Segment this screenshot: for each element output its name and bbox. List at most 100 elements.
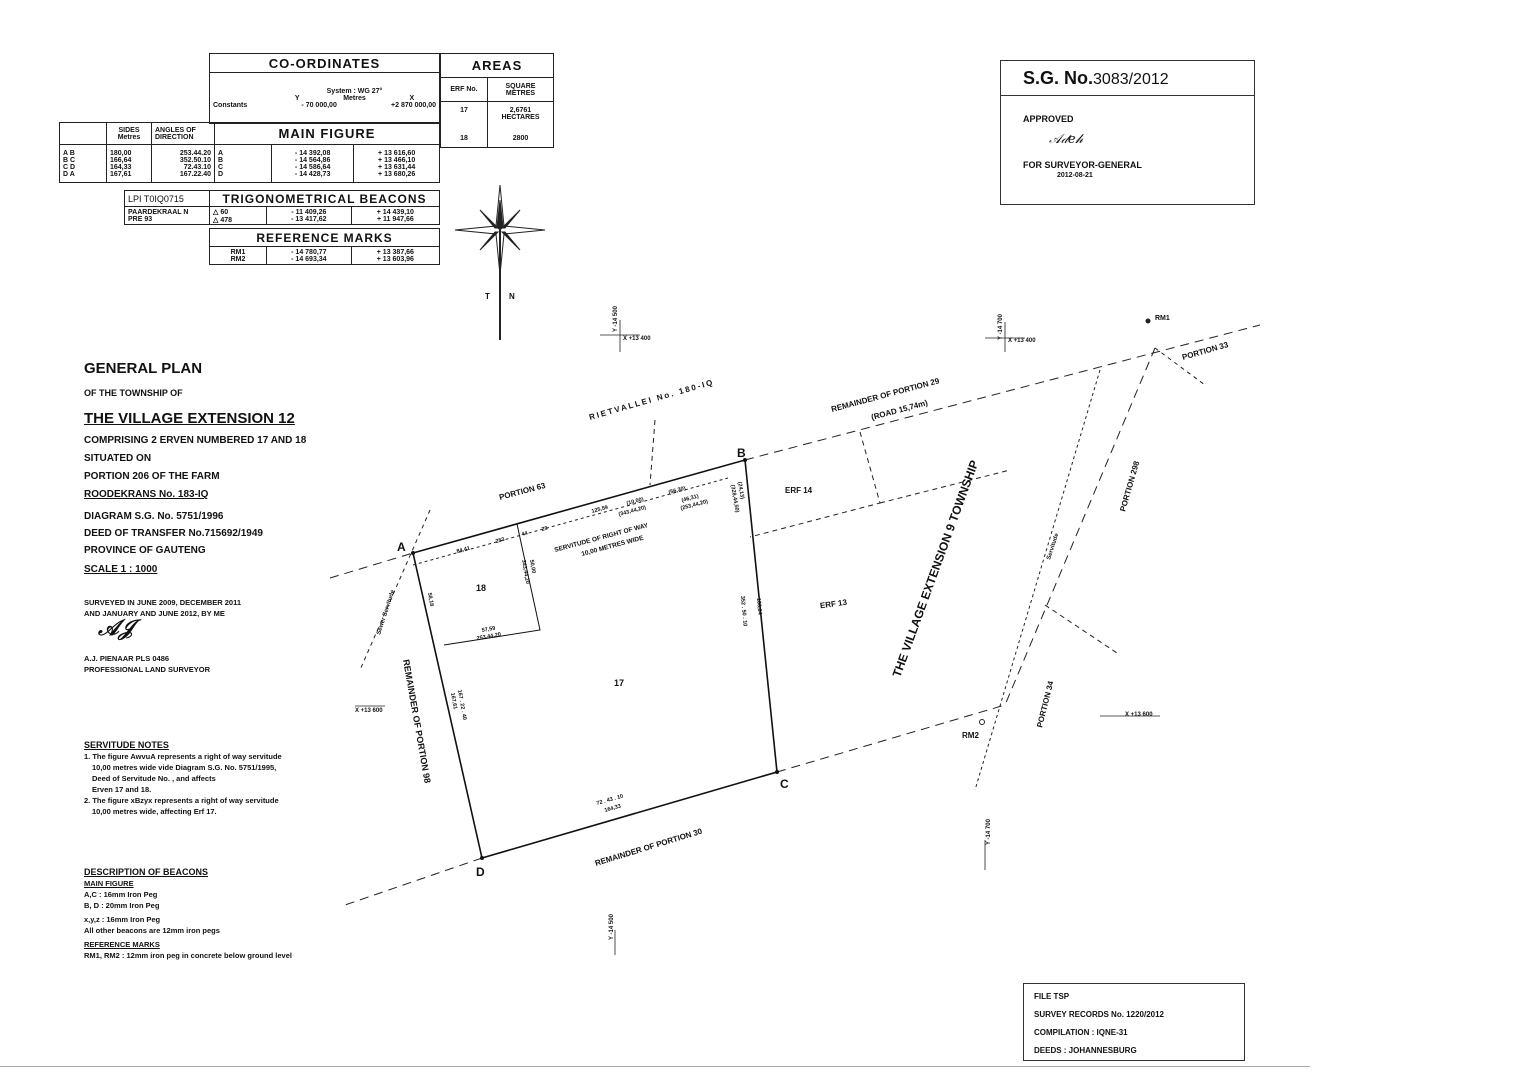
beacon-markers [411, 458, 779, 860]
metres-label: Metres [343, 94, 366, 102]
point-name: D [218, 170, 224, 178]
boundary-line-east [776, 704, 1006, 773]
boundary-line-west [329, 552, 414, 579]
servitude-label: Servitude [1046, 532, 1060, 560]
erf-13-label: ERF 13 [819, 598, 848, 611]
grid-label: Y -14 700 [998, 313, 1004, 340]
erf-18-boundary [443, 523, 541, 646]
dimension-label: 164,33 [604, 804, 622, 814]
deeds-office: DEEDS : JOHANNESBURG [1034, 1046, 1137, 1055]
beacon-desc: All other beacons are 12mm iron pegs [84, 926, 220, 935]
plan-subtitle: OF THE TOWNSHIP OF [84, 388, 183, 398]
compilation: COMPILATION : IQNE-31 [1034, 1028, 1128, 1037]
side-length: 164,33 [110, 163, 132, 171]
rm2-marker [979, 719, 985, 725]
rm1-marker [1145, 318, 1151, 324]
y-label: Y [294, 94, 300, 102]
areas-title: AREAS [440, 53, 554, 78]
erf-number: 17 [460, 107, 468, 114]
beacon-a-label: A [397, 540, 406, 554]
side-length: 166,64 [110, 156, 132, 164]
grid-label: X +13 400 [1008, 338, 1036, 344]
portion-298-boundary [1004, 347, 1156, 706]
main-figure-title: MAIN FIGURE [214, 122, 440, 145]
surveyor-profession: PROFESSIONAL LAND SURVEYOR [84, 665, 210, 674]
dimension-label: 84,41 [456, 546, 471, 555]
dimension-label: 253 [495, 537, 505, 545]
road-boundary-line [744, 324, 1261, 461]
side-angle: 352.50.10 [179, 156, 211, 164]
side-length: 167,61 [110, 170, 132, 178]
beacons-main-figure: MAIN FIGURE [84, 879, 134, 888]
approved-label: APPROVED [1023, 114, 1074, 124]
beacon-d-label: D [476, 865, 485, 879]
grid-label: Y -14 500 [609, 913, 615, 940]
dimension-label: (56,30) [668, 486, 687, 496]
dimension-label: 352 . 50 . 10 [739, 596, 748, 627]
trig-y: - 11 409,26 [291, 208, 327, 216]
dimension-label: (24,13) [736, 481, 745, 499]
main-figure-boundary [412, 458, 778, 860]
side-angle: 72.43.10 [183, 163, 211, 171]
road-width-label: (ROAD 15,74m) [870, 398, 929, 422]
village-extension-9-label: THE VILLAGE EXTENSION 9 TOWNSHIP [890, 458, 982, 679]
north-arrow-icon [454, 184, 546, 340]
trig-name: PRE 93 [128, 215, 153, 223]
dimension-label: (46,31) [681, 494, 700, 504]
portion-34-label: PORTION 34 [1035, 680, 1055, 729]
portion-text: PORTION 206 OF THE FARM [84, 471, 220, 482]
remainder-portion-30-label: REMAINDER OF PORTION 30 [594, 827, 704, 868]
side-name: B C [63, 156, 76, 164]
note-1: 1. The figure AwvuA represents a right o… [84, 752, 282, 761]
ref-x: + 13 387,66 [376, 248, 414, 256]
point-y: - 14 392,08 [294, 149, 331, 157]
point-x: + 13 680,26 [378, 170, 416, 178]
portion-298-label: PORTION 298 [1118, 460, 1141, 513]
dimension-label: (10,00) [626, 497, 645, 507]
sewer-servitude-label: Sewer Servitude [376, 589, 396, 636]
survey-records: SURVEY RECORDS No. 1220/2012 [1034, 1010, 1164, 1019]
rm2-label: RM2 [962, 731, 979, 740]
for-surveyor-general: FOR SURVEYOR-GENERAL [1023, 160, 1142, 170]
side-name: A B [63, 149, 75, 157]
sewer-servitude-line [359, 509, 431, 671]
erf-area: 2,6761 HECTARES [501, 107, 540, 121]
beacon-desc: A,C : 16mm Iron Peg [84, 890, 158, 899]
surveyed-dates: SURVEYED IN JUNE 2009, DECEMBER 2011 [84, 598, 242, 607]
dimension-label: 20 [541, 526, 548, 533]
dimension-label: 44 [521, 530, 529, 538]
grid-labels: X +13 400 Y -14 500 X +13 400 Y -14 700 … [355, 305, 1153, 940]
point-x: + 13 466,10 [378, 156, 416, 164]
erf-18-label: 18 [476, 583, 486, 593]
trig-title: TRIGONOMETRICAL BEACONS [209, 190, 440, 207]
compass-n-label: N [509, 292, 515, 301]
file-ref: FILE TSP [1034, 992, 1070, 1001]
surveyor-name: A.J. PIENAAR PLS 0486 [84, 654, 170, 663]
grid-label: Y -14 500 [613, 305, 619, 332]
point-y: - 14 428,73 [294, 170, 331, 178]
grid-crosses [355, 320, 1160, 955]
beacons-title: DESCRIPTION OF BEACONS [84, 867, 209, 877]
file-info-box: FILE TSP SURVEY RECORDS No. 1220/2012 CO… [1023, 983, 1245, 1061]
boundary-line-southwest [344, 857, 483, 906]
erf-boundary [1044, 604, 1121, 656]
surveyor-signature: 𝒜𝒥 [98, 615, 134, 641]
situated-text: SITUATED ON [84, 453, 152, 464]
dimension-label: 58,18 [426, 592, 434, 607]
surveyor-general-signature: 𝒜𝒹𝑒𝒽 [1049, 132, 1084, 147]
trig-x: + 14 439,10 [376, 208, 414, 216]
note-2-line: 10,00 metres wide, affecting Erf 17. [92, 807, 217, 816]
square-metres-header: SQUARE METRES [487, 77, 554, 102]
point-name: A [218, 149, 224, 157]
erf-17-label: 17 [614, 678, 624, 688]
sg-approval-box: S.G. No.3083/2012 APPROVED 𝒜𝒹𝑒𝒽 FOR SURV… [1000, 60, 1255, 205]
diagram-number: DIAGRAM S.G. No. 5751/1996 [84, 511, 224, 522]
servitude-line [974, 369, 1101, 791]
portion-33-boundary [1154, 347, 1206, 386]
constant-x: +2 870 000,00 [391, 101, 436, 109]
